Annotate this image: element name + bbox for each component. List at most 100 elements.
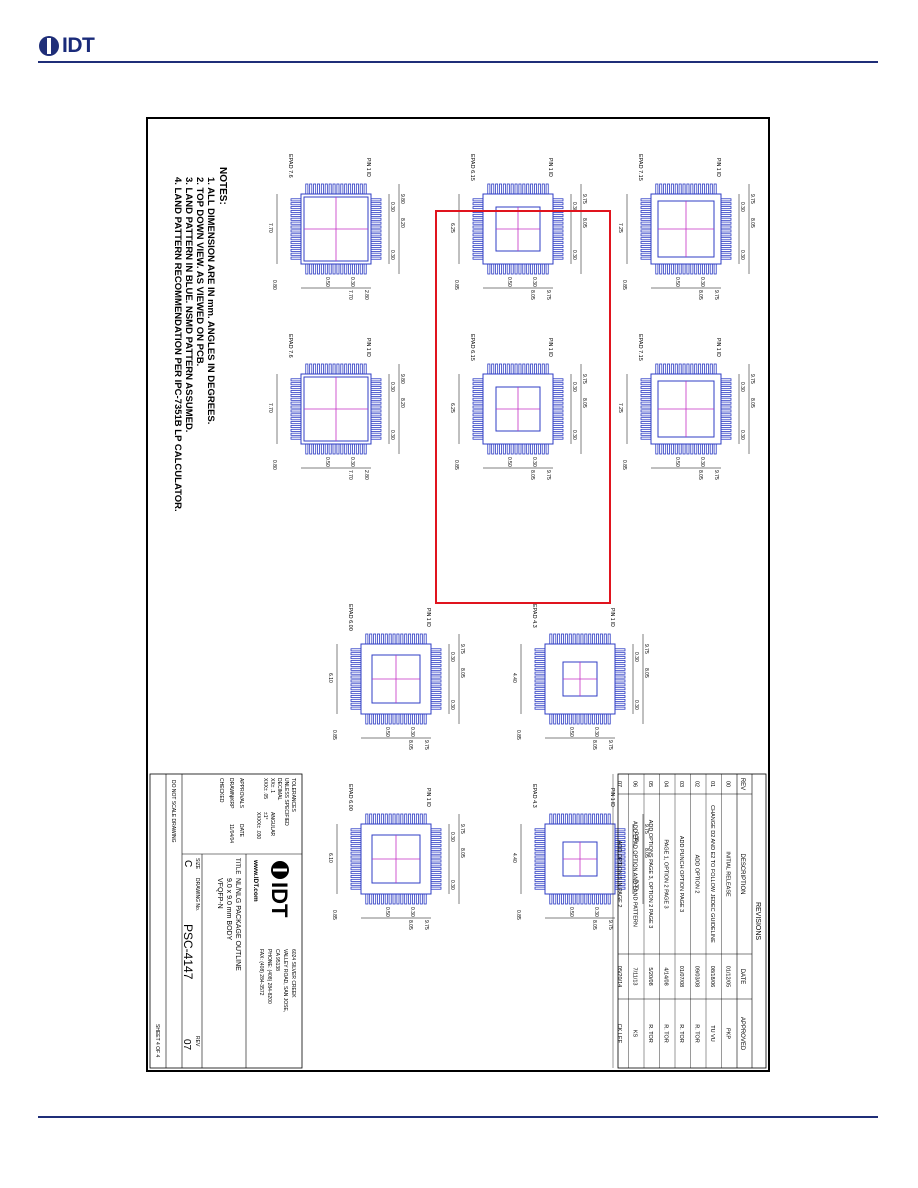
land-pad [290,237,302,241]
land-pad [370,401,382,405]
land-pad [320,183,324,195]
company-address: 6024 SILVER CREEK [290,949,296,998]
land-pad [690,183,694,195]
revision-cell: 09/03/08 [694,966,700,987]
land-pad [614,652,626,656]
drawn-date: 11/04/04 [228,824,234,843]
dim-label: 0.85 [621,460,627,470]
land-pad [495,443,499,455]
notes-block: NOTES:1. ALL DIMENSION ARE IN mm. ANGLES… [172,167,228,512]
land-pad [518,183,522,195]
land-pad [400,893,404,905]
land-pad [518,363,522,375]
land-pad [568,813,572,825]
land-pad [419,893,423,905]
land-pad [340,263,344,275]
pin1-label: PIN 1 ID [715,158,721,177]
checked-label: CHECKED [218,778,224,803]
land-pad [290,417,302,421]
tolerance-text: XX± .1 [269,778,275,793]
land-pad [510,263,514,275]
land-pad [396,633,400,645]
land-pad [370,256,382,260]
land-pad [328,363,332,375]
land-pad [614,683,626,687]
land-pad [534,648,546,652]
land-pad [423,713,427,725]
land-pad [659,443,663,455]
land-pad [514,183,518,195]
land-pad [328,183,332,195]
revision-frame [617,773,767,1069]
land-pad [363,183,367,195]
dim-label: 0.30 [389,250,395,260]
package-outline [360,823,432,895]
land-pad [365,813,369,825]
land-pad [640,425,652,428]
land-pad [290,382,302,386]
land-pad [472,401,484,405]
land-pad [502,443,506,455]
dim-label: 0.50 [506,277,512,287]
land-pad [690,263,694,275]
land-pad [667,363,670,375]
land-pad [564,813,568,825]
dim-label: 0.30 [409,727,415,737]
land-pad [526,263,530,275]
land-pad [655,363,659,375]
land-pad [564,893,568,905]
land-pad [290,225,302,229]
idt-logo: IDT [38,34,95,58]
land-pad [290,397,302,401]
land-pad [373,893,377,905]
land-pad [614,691,626,695]
land-pad [472,409,484,413]
dim-label: 0.50 [324,457,330,467]
land-pad [552,229,564,233]
land-pad [552,386,564,390]
land-pad [352,443,355,455]
land-pad [324,263,328,275]
revision-cell: PAGE 1, OPTION 2 PAGE 3 [663,839,669,908]
land-pad [370,213,382,217]
land-pad [370,393,382,397]
land-pad [313,363,317,375]
land-pad [290,256,302,260]
package-drawing: NOTES:1. ALL DIMENSION ARE IN mm. ANGLES… [149,154,767,1069]
land-pad [388,813,392,825]
dim-label: 0.30 [633,880,639,890]
revision-table: REVISIONSREVDESCRIPTIONDATEAPPROVED00INI… [612,773,767,1069]
dim-label: 0.30 [739,202,745,212]
land-pad [564,713,568,725]
land-pad [720,229,732,233]
land-pad [720,248,732,252]
land-pad [352,363,355,375]
revision-header: DESCRIPTION [739,853,745,894]
land-pad [537,263,541,275]
land-pad [640,417,652,421]
revision-cell: 7/11/13 [632,968,638,986]
land-pad [472,393,484,397]
land-pad [640,421,652,425]
dim-label: 9.75 [643,824,649,834]
drawn-by: jiKRP [228,795,234,809]
land-pad [491,443,495,455]
revision-cell: 05/20/14 [616,966,622,987]
land-pad [552,421,564,425]
land-pad [596,813,599,825]
land-pad [313,443,317,455]
dim-label: 9.80 [399,194,405,204]
land-pad [655,183,659,195]
land-pad [720,217,732,221]
land-pad [290,409,302,413]
land-pad [400,633,404,645]
land-pad [430,663,442,667]
revision-cell: INITIAL RELEASE [725,851,731,897]
land-pad [705,443,709,455]
dim-label: 9.75 [423,740,429,750]
land-pad [472,213,484,217]
land-pad [430,675,442,679]
land-pad [348,183,352,195]
land-pad [592,893,596,905]
